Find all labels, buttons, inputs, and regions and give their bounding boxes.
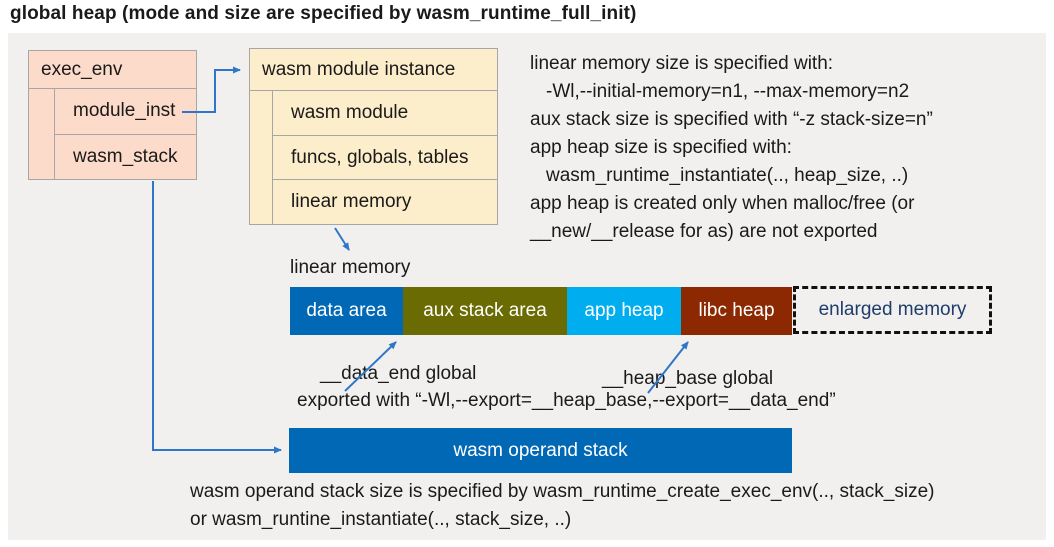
exec-env-header: exec_env	[29, 51, 196, 89]
segment-app-heap: app heap	[567, 287, 681, 335]
wasm-module-instance-body: wasm module funcs, globals, tables linea…	[250, 91, 497, 224]
segment-data-area: data area	[290, 287, 403, 335]
wasm-module-instance-header: wasm module instance	[250, 49, 497, 91]
note-line: aux stack size is specified with “-z sta…	[530, 109, 933, 130]
footer-line: or wasm_runtine_instantiate(.., stack_si…	[190, 509, 572, 530]
linear-memory-bar: data area aux stack area app heap libc h…	[290, 287, 792, 335]
note-line: linear memory size is specified with:	[530, 53, 834, 74]
exec-env-box: exec_env module_inst wasm_stack	[28, 50, 197, 180]
linear-memory-label: linear memory	[290, 257, 411, 278]
exec-env-left-strip	[29, 89, 55, 179]
wasm-module-instance-box: wasm module instance wasm module funcs, …	[249, 48, 498, 225]
wasm-module-instance-left-strip	[250, 91, 273, 224]
note-line: wasm_runtime_instantiate(.., heap_size, …	[546, 165, 909, 186]
segment-libc-heap: libc heap	[681, 287, 792, 335]
note-line: __new/__release for as) are not exported	[530, 221, 878, 242]
enlarged-memory-box: enlarged memory	[793, 286, 992, 334]
exec-env-row-module-inst: module_inst	[55, 89, 196, 135]
note-line: app heap size is specified with:	[530, 137, 792, 158]
data-end-global-label: __data_end global	[320, 363, 477, 384]
export-flags-label: exported with “-Wl,--export=__heap_base,…	[297, 390, 836, 411]
memory-size-notes: linear memory size is specified with: -W…	[530, 50, 933, 246]
instance-row-linear-memory: linear memory	[291, 191, 412, 213]
note-line: app heap is created only when malloc/fre…	[530, 193, 915, 214]
exec-env-row-wasm-stack: wasm_stack	[73, 145, 178, 167]
note-line: -Wl,--initial-memory=n1, --max-memory=n2	[546, 81, 910, 102]
footer-line: wasm operand stack size is specified by …	[190, 481, 935, 502]
operand-stack-notes: wasm operand stack size is specified by …	[190, 478, 935, 534]
wasm-operand-stack-bar: wasm operand stack	[289, 428, 792, 473]
exec-env-body: module_inst wasm_stack	[29, 89, 196, 179]
heap-base-global-label: __heap_base global	[602, 368, 774, 389]
instance-row-wasm-module: wasm module	[273, 91, 497, 136]
segment-aux-stack-area: aux stack area	[403, 287, 567, 335]
diagram-title: global heap (mode and size are specified…	[10, 3, 637, 24]
instance-row-funcs-globals-tables: funcs, globals, tables	[273, 136, 497, 181]
